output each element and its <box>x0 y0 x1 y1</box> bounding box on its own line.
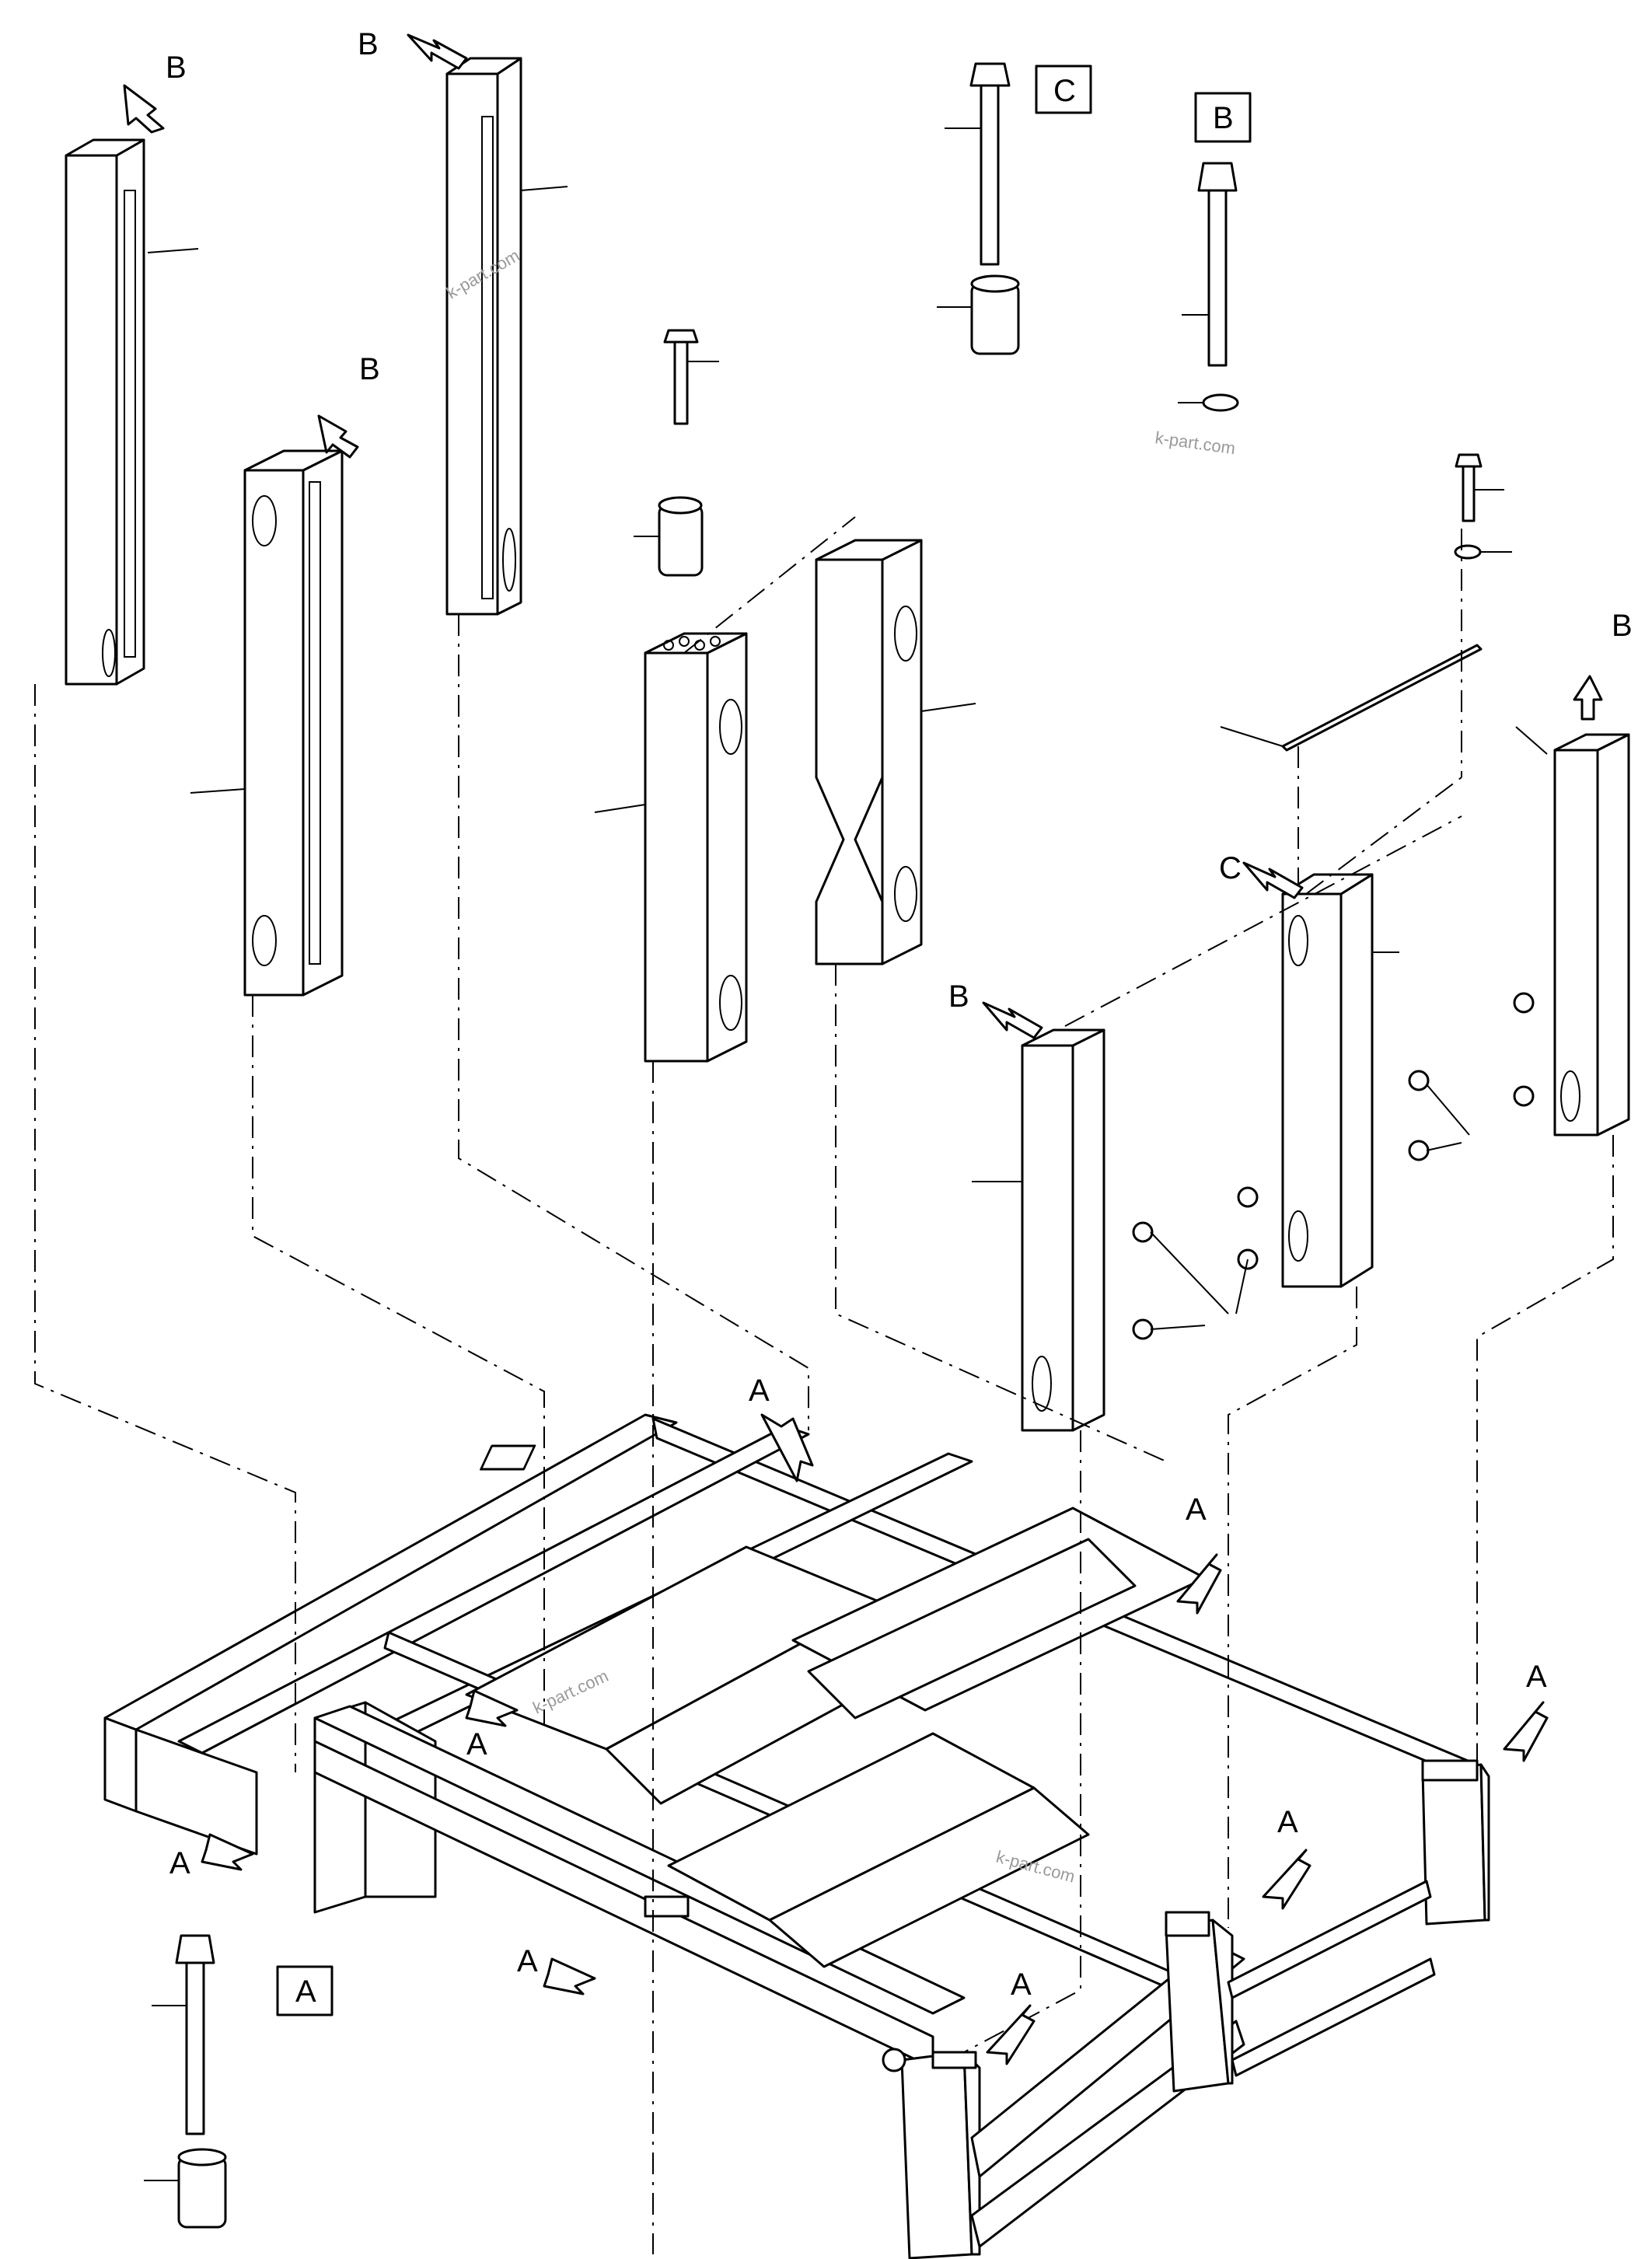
leader-lines <box>144 127 1548 2181</box>
label-a: A <box>1277 1805 1298 1839</box>
label-a: A <box>1186 1493 1207 1527</box>
column-center-waisted <box>815 539 923 965</box>
base-frame <box>103 1413 1490 2259</box>
bolt-spacer-center <box>658 329 704 577</box>
label-b: B <box>358 27 379 61</box>
arrows <box>123 33 1603 2065</box>
small-bolt-right <box>1454 453 1483 560</box>
bolt-spacer-bottom-a <box>175 1934 227 2229</box>
label-b: B <box>1612 609 1633 643</box>
column-left-tall <box>445 57 522 616</box>
callout-b-text: B <box>1213 101 1234 135</box>
watermark: k-part.com <box>1154 428 1236 458</box>
column-left-mid <box>243 449 344 997</box>
assembly-lines <box>34 516 1614 2254</box>
callout-c-text: C <box>1053 74 1076 108</box>
label-b: B <box>166 51 187 85</box>
label-a: A <box>749 1374 770 1408</box>
column-right-front <box>1021 1028 1105 1432</box>
nuts <box>1132 992 1535 1340</box>
column-far-left <box>65 138 145 686</box>
column-center <box>644 632 748 1063</box>
label-b: B <box>359 352 380 386</box>
label-a: A <box>1526 1660 1547 1694</box>
label-a: A <box>517 1944 538 1978</box>
callout-b: B <box>1194 92 1252 143</box>
callout-a-text: A <box>295 1974 316 2009</box>
tie-rod <box>1281 644 1483 752</box>
callout-c: C <box>1035 65 1092 114</box>
label-b: B <box>948 979 969 1014</box>
label-a: A <box>466 1727 487 1761</box>
callout-a: A <box>276 1965 334 2016</box>
column-right-mid <box>1281 873 1374 1288</box>
label-a: A <box>1011 1967 1032 2002</box>
bolt-spacer-top-c <box>969 62 1020 355</box>
bolt-washer-top-b <box>1197 162 1239 412</box>
letter-labels: B B B B B C A A A A A A A A <box>166 27 1633 2002</box>
label-a: A <box>169 1846 190 1880</box>
label-c: C <box>1219 851 1242 885</box>
column-right-back <box>1553 733 1630 1136</box>
